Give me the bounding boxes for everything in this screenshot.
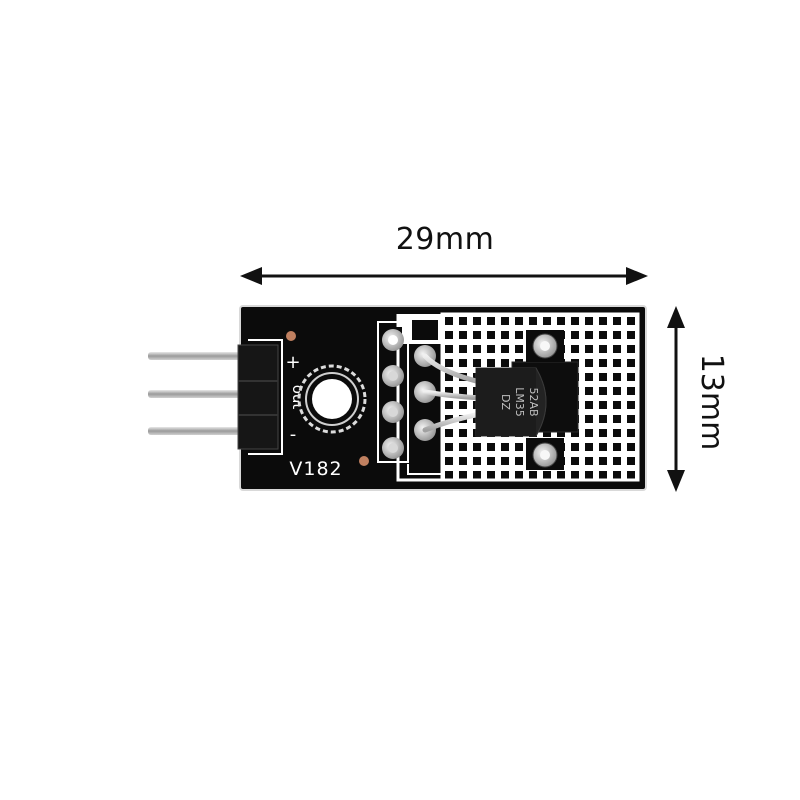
grid-pads (526, 330, 564, 470)
width-dimension-label: 29mm (395, 222, 495, 257)
via-bottom (359, 456, 369, 466)
mounting-hole (297, 364, 367, 434)
pad-column (377, 321, 409, 463)
pin-minus (148, 427, 252, 435)
pin-out (148, 390, 252, 398)
pin-plus (148, 352, 252, 360)
lm35-sensor: 52AB LM35 DZ (475, 367, 547, 437)
pin-label-minus: - (290, 424, 297, 445)
sensor-marking-line-1: 52AB (527, 387, 540, 416)
via-top (286, 331, 296, 341)
sensor-markings: 52AB LM35 DZ (499, 387, 540, 417)
sensor-marking-line-3: DZ (499, 394, 512, 410)
sensor-legs (422, 353, 483, 433)
header-silkscreen-outline (248, 339, 283, 455)
pin-label-plus: + (285, 352, 300, 373)
width-dimension-arrow (240, 267, 648, 285)
height-dimension-arrow (667, 306, 685, 492)
pin-header (237, 344, 279, 450)
sensor-marking-line-2: LM35 (513, 387, 526, 417)
board-label: V182 (289, 458, 342, 480)
header-pins (148, 352, 252, 435)
